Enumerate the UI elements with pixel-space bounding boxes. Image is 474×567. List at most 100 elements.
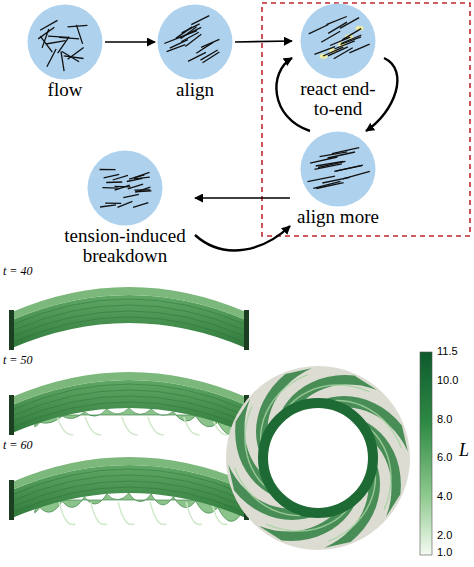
ring-streak (122, 417, 138, 435)
ring-stripe (14, 487, 244, 512)
rod-segment (320, 152, 348, 157)
ring-stripe (14, 469, 244, 494)
rod-segment (100, 205, 116, 207)
rod-segment (318, 161, 345, 167)
ring-stripe (14, 317, 244, 342)
circle-symbol (87, 150, 163, 226)
arrow-connector (235, 41, 292, 42)
ring-streak (59, 502, 75, 525)
rod-segment (135, 187, 150, 192)
ring-end (9, 310, 14, 350)
rod-segment (59, 37, 79, 38)
node-label: react end-to-end (292, 79, 384, 119)
ring-stripe (14, 475, 244, 500)
ring-stripe (14, 481, 244, 506)
ring-end (244, 310, 249, 350)
ring-streak (85, 417, 101, 435)
rod-segment (104, 174, 120, 178)
colorbar-tick: 8.0 (437, 413, 452, 426)
rod-segment (334, 166, 361, 172)
rod-segment (40, 36, 52, 52)
rod-segment (342, 29, 361, 40)
rod-segment (68, 25, 88, 27)
rod-segment (201, 39, 219, 47)
rod-segment (46, 41, 66, 44)
colorbar-tick: 4.0 (437, 490, 452, 503)
rod-segment (133, 203, 148, 208)
rod-segment (105, 202, 121, 204)
rod-segment (313, 181, 340, 188)
colorbar-tick: 10.0 (437, 374, 458, 387)
rod-segment (68, 47, 84, 59)
process-circle: tension-induced breakdown (55, 150, 195, 266)
rod-segment (118, 201, 133, 207)
dashed-bracket-box (262, 3, 470, 236)
rod-segment (128, 184, 143, 189)
circle-fill (88, 151, 163, 226)
rod-segment (62, 52, 79, 62)
process-circle: react end-to-end (292, 3, 384, 119)
colorbar-tick: 11.5 (437, 345, 458, 358)
rod-segment (135, 191, 151, 192)
ring-top (12, 372, 246, 405)
rod-segment (106, 181, 122, 183)
rod-segment (178, 31, 197, 38)
circle-fill (28, 5, 103, 80)
ring-stripe (14, 311, 244, 336)
rod-segment (134, 189, 150, 190)
node-label: tension-induced breakdown (55, 226, 195, 266)
ring-end (9, 395, 14, 435)
arrow-connector (105, 41, 155, 43)
annulus-ground (226, 366, 410, 550)
rod-segment (340, 18, 359, 29)
ring-streak (186, 502, 202, 525)
circle-fill (301, 4, 376, 79)
rod-segment (340, 37, 361, 45)
rod-segment (310, 157, 337, 163)
inner-band (263, 403, 373, 513)
rod-segment (343, 171, 370, 179)
ring-stripe (14, 390, 244, 415)
circle-symbol (157, 4, 233, 80)
ring-stripe (14, 305, 244, 330)
rod-segment (102, 187, 118, 189)
rod-segment (48, 36, 68, 37)
circle-symbol (300, 131, 376, 207)
time-label: t = 50 (3, 353, 32, 367)
node-label: flow (25, 80, 105, 100)
ring-streak (118, 502, 134, 525)
rod-segment (203, 52, 220, 63)
rod-segment (191, 16, 209, 25)
colorbar-tick: 6.0 (437, 451, 452, 464)
arrow-connector (195, 226, 290, 250)
rod-segment (328, 22, 347, 33)
rod-segment (115, 185, 130, 190)
annulus-cross-section (226, 366, 410, 550)
ring-stripe (14, 402, 244, 427)
ring-top (12, 457, 246, 490)
rod-segment (170, 40, 188, 49)
rod-segment (123, 194, 139, 197)
colorbar-title: L (459, 440, 469, 462)
rod-segment (314, 47, 335, 55)
ring-stripe (14, 384, 244, 409)
time-label: t = 40 (3, 264, 32, 278)
rod-segment (308, 176, 336, 182)
process-circle: align more (290, 131, 386, 227)
ring-streak (184, 417, 200, 435)
rod-segment (61, 51, 64, 71)
ring-end (9, 480, 14, 520)
ring-streak (148, 417, 164, 435)
rod-segment (309, 25, 329, 34)
circle-symbol (27, 4, 103, 80)
circle-fill (301, 132, 376, 207)
process-circle: flow (25, 4, 105, 100)
rod-segment (113, 175, 128, 180)
circle-symbol (300, 3, 376, 79)
rod-segment (58, 37, 69, 53)
rod-segment (321, 31, 340, 42)
ring-streak (150, 502, 166, 525)
process-circle: align (155, 4, 235, 100)
colorbar-tick: 1.0 (437, 546, 452, 559)
ring-streak (57, 417, 73, 435)
